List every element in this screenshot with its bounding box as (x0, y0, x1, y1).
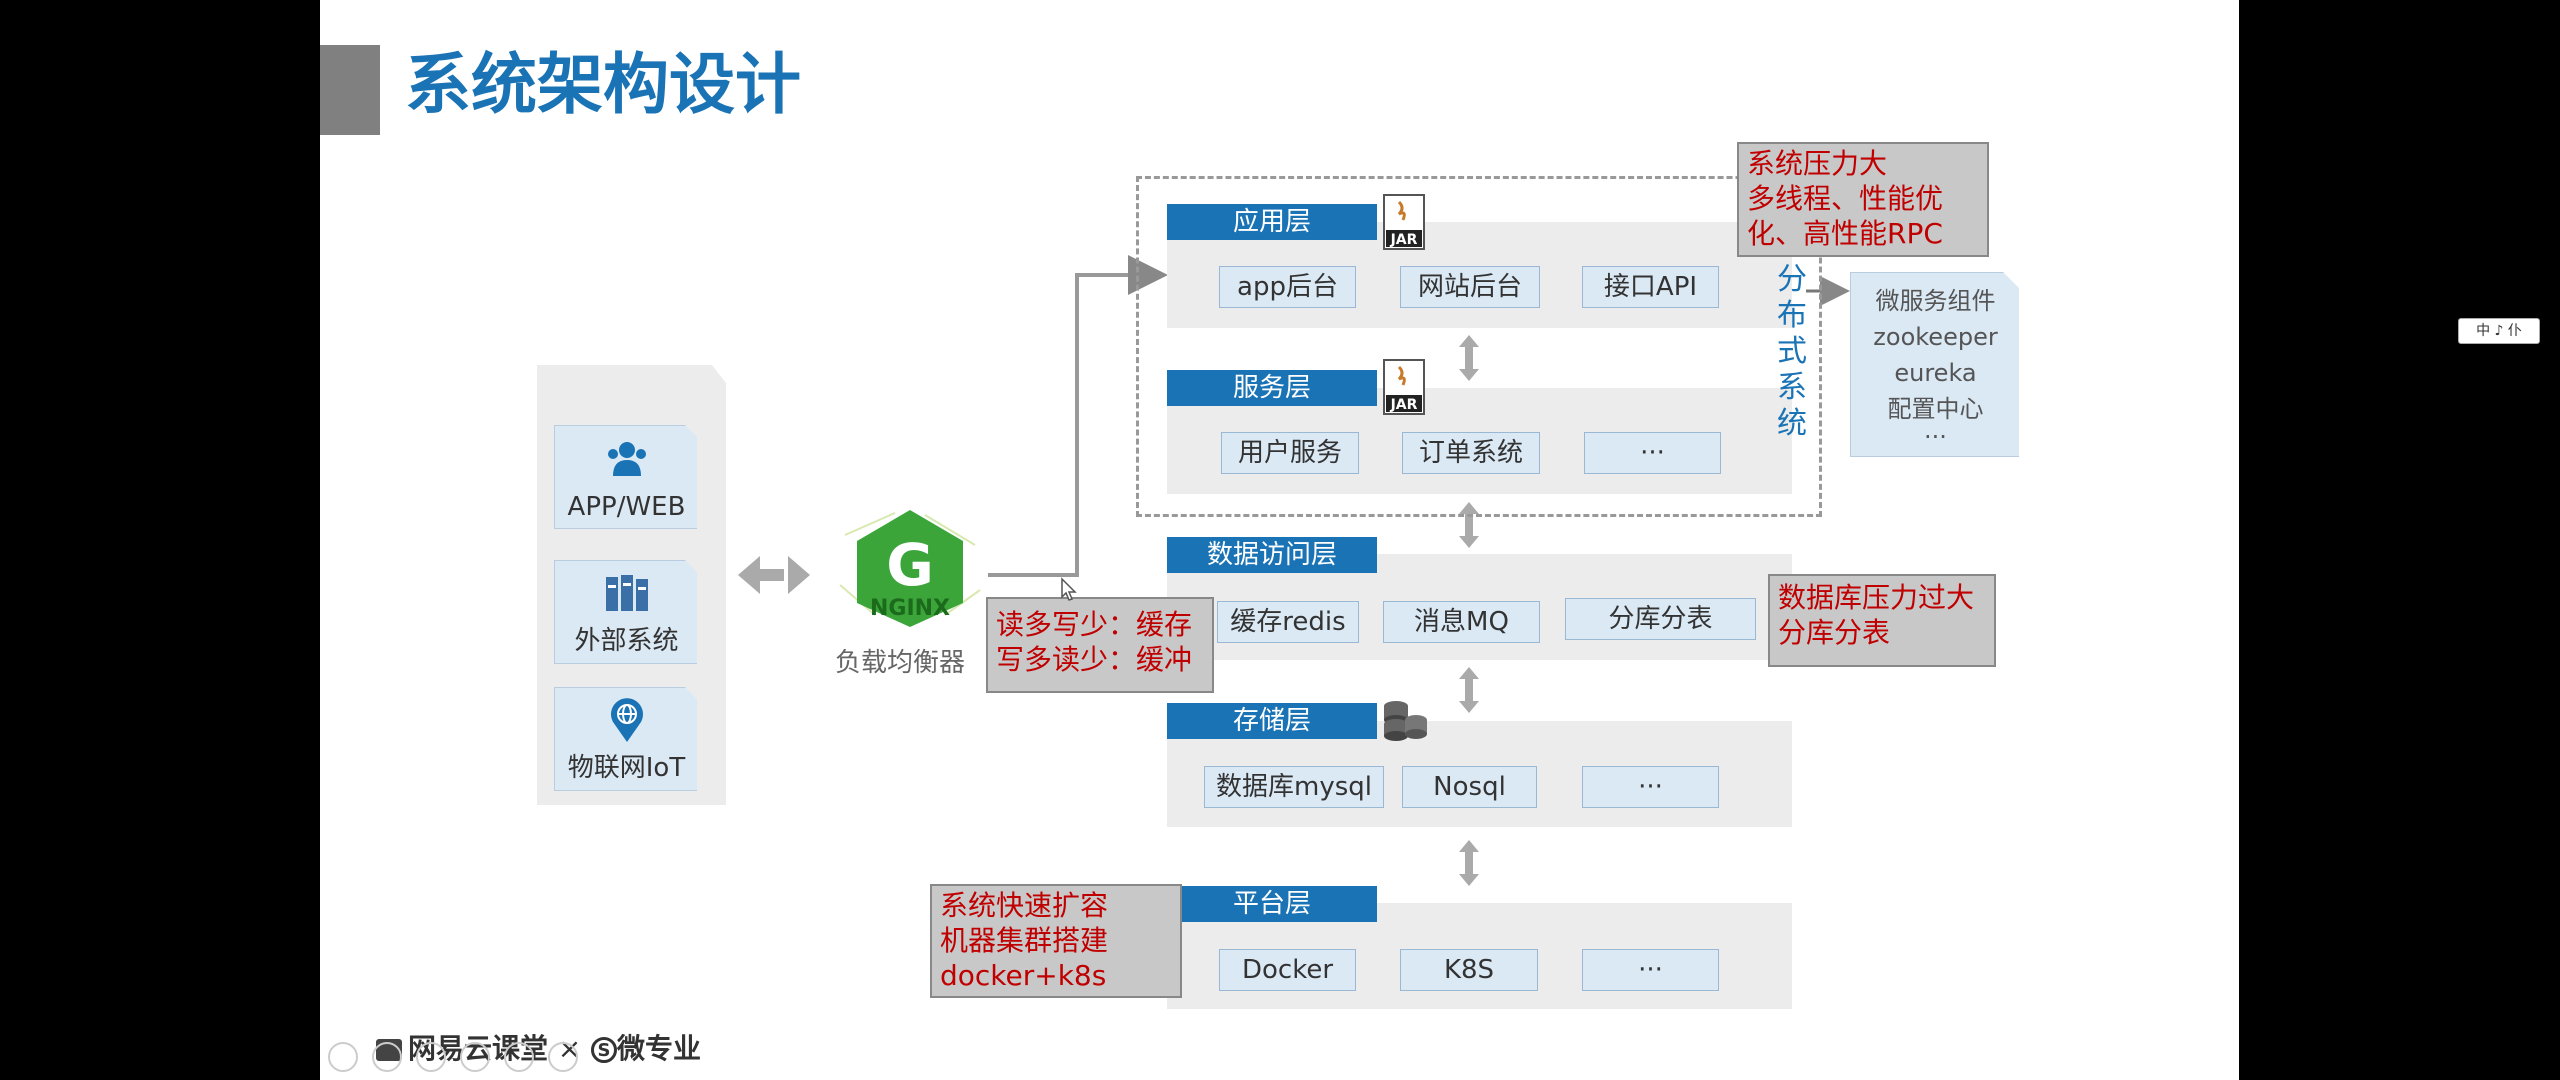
micro-item: 配置中心 (1887, 395, 1984, 423)
ime-indicator[interactable]: 中 ♪ 仆 (2458, 318, 2540, 344)
client-label: 外部系统 (574, 626, 679, 656)
note-system-pressure: 系统压力大 多线程、性能优 化、高性能RPC (1737, 142, 1989, 257)
load-balancer-label: 负载均衡器 (835, 648, 966, 678)
globe-pin-icon (610, 698, 643, 742)
page-title: 系统架构设计 (405, 46, 801, 123)
jar-icon: JAR (1383, 194, 1425, 254)
client-label: APP/WEB (567, 492, 686, 522)
zoom-button[interactable] (504, 1042, 534, 1072)
client-app-web: APP/WEB (554, 425, 697, 529)
client-lb-double-arrow (738, 556, 810, 594)
storage-layer-item: ··· (1582, 766, 1719, 808)
title-accent-bar (320, 45, 380, 135)
service-layer-item: 用户服务 (1221, 432, 1359, 474)
micro-item: ··· (1924, 423, 1947, 451)
app-layer-item: 接口API (1582, 266, 1719, 308)
weizhuanye-logo-icon: S (590, 1037, 617, 1063)
platform-layer-item: Docker (1219, 949, 1356, 991)
data-access-layer-tab: 数据访问层 (1167, 537, 1377, 573)
svg-text:JAR: JAR (1390, 232, 1418, 248)
slides-overview-button[interactable] (460, 1042, 490, 1072)
slide: 系统架构设计 (320, 0, 2239, 1080)
mouse-cursor-icon (1061, 577, 1077, 601)
connectors (738, 255, 1850, 886)
client-external-system: 外部系统 (554, 560, 697, 664)
storage-layer-tab: 存储层 (1167, 703, 1377, 739)
platform-layer-tab: 平台层 (1167, 886, 1377, 922)
micro-item: eureka (1894, 359, 1977, 387)
service-layer-item: 订单系统 (1402, 432, 1540, 474)
distributed-system-boundary (1136, 176, 1822, 517)
app-layer-item: 网站后台 (1400, 266, 1540, 308)
svg-text:JAR: JAR (1390, 397, 1418, 413)
users-icon (607, 442, 646, 476)
pen-tool-button[interactable] (416, 1042, 446, 1072)
micro-item: 微服务组件 (1875, 287, 1996, 315)
client-label: 物联网IoT (567, 753, 686, 783)
platform-layer-item: K8S (1400, 949, 1538, 991)
layer-arrows (1459, 335, 1479, 886)
micro-item: zookeeper (1873, 323, 1998, 351)
next-slide-button[interactable] (372, 1042, 402, 1072)
service-layer-item: ··· (1584, 432, 1721, 474)
storage-layer-item: Nosql (1402, 766, 1537, 808)
platform-layer-item: ··· (1582, 949, 1719, 991)
server-rack-icon (605, 575, 648, 611)
database-icon (1380, 698, 1430, 746)
app-layer-item: app后台 (1219, 266, 1356, 308)
note-scaling: 系统快速扩容 机器集群搭建 docker+k8s (930, 884, 1182, 998)
client-iot: 物联网IoT (554, 687, 697, 791)
more-options-button[interactable] (548, 1042, 578, 1072)
app-layer-tab: 应用层 (1167, 204, 1377, 240)
distributed-system-label: 分 布 式 系 统 (1777, 262, 1807, 441)
data-access-layer-item: 缓存redis (1217, 601, 1359, 643)
storage-layer-item: 数据库mysql (1204, 766, 1384, 808)
jar-icon: JAR (1383, 359, 1425, 419)
note-db-pressure: 数据库压力过大 分库分表 (1768, 574, 1996, 667)
service-layer-tab: 服务层 (1167, 370, 1377, 406)
lb-to-app-arrow (988, 255, 1168, 577)
microservices-panel: 微服务组件 zookeeper eureka 配置中心 ··· (1850, 272, 2019, 457)
nginx-logo: G NGINX (839, 510, 981, 627)
slide-nav-controls[interactable] (328, 1042, 592, 1076)
data-access-layer-item: 分库分表 (1565, 598, 1756, 640)
note-read-write: 读多写少：缓存 写多读少：缓冲 (986, 597, 1214, 693)
svg-text:G: G (886, 531, 934, 599)
prev-slide-button[interactable] (328, 1042, 358, 1072)
data-access-layer-item: 消息MQ (1383, 601, 1540, 643)
svg-text:NGINX: NGINX (870, 596, 950, 621)
